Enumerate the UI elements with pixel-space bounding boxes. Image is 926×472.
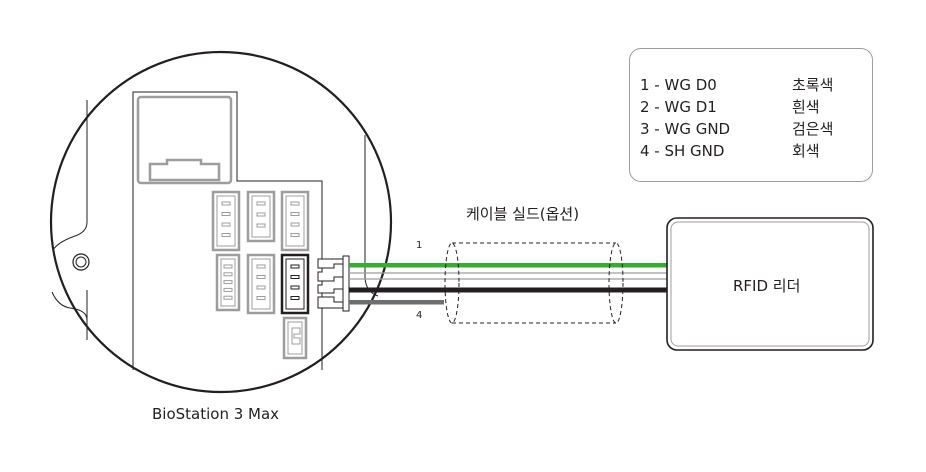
board-connector bbox=[246, 190, 276, 243]
rfid-reader bbox=[666, 217, 874, 351]
device-outline bbox=[49, 50, 393, 394]
connector-pin bbox=[256, 212, 266, 217]
connector-pin bbox=[256, 275, 266, 279]
wire-3-black bbox=[349, 287, 667, 293]
connector-pin bbox=[223, 272, 233, 277]
wire-number-1: 1 bbox=[416, 240, 423, 251]
connector-pin bbox=[290, 201, 300, 206]
wire-plug bbox=[317, 255, 350, 312]
connector-group bbox=[211, 190, 310, 360]
connector-pin bbox=[221, 222, 231, 227]
connector-pin bbox=[290, 275, 300, 279]
mounting-tab bbox=[52, 150, 88, 251]
connector-pin bbox=[221, 233, 231, 237]
connector-pin bbox=[223, 280, 233, 285]
connector-pin bbox=[290, 296, 300, 300]
connector-pin bbox=[256, 296, 266, 300]
connector-pin bbox=[223, 264, 233, 269]
legend-pin: 1 - WG D0 bbox=[640, 76, 717, 94]
screw-hole-icon bbox=[72, 253, 90, 271]
connector-pin bbox=[256, 285, 266, 290]
legend-color: 회색 bbox=[792, 142, 820, 160]
legend-color: 초록색 bbox=[792, 76, 834, 94]
connector-pin bbox=[256, 264, 266, 269]
wire-legend: 1 - WG D0 초록색 2 - WG D1 흰색 3 - WG GND 검은… bbox=[629, 48, 873, 182]
wiegand-connector bbox=[280, 253, 310, 315]
legend-pin: 4 - SH GND bbox=[640, 142, 725, 160]
connector-pin bbox=[256, 223, 266, 228]
legend-color: 검은색 bbox=[792, 120, 834, 138]
connector-pin bbox=[223, 295, 233, 300]
device-label: BioStation 3 Max bbox=[152, 405, 280, 423]
connector-pin bbox=[221, 201, 231, 206]
legend-pin: 2 - WG D1 bbox=[640, 98, 717, 116]
reader-label: RFID 리더 bbox=[733, 277, 801, 295]
connector-pin bbox=[290, 222, 300, 227]
connector-pin bbox=[223, 287, 233, 292]
legend-pin: 3 - WG GND bbox=[640, 120, 731, 138]
wires bbox=[349, 263, 667, 305]
mounting-tab-lower bbox=[51, 290, 88, 321]
board-connector bbox=[246, 253, 276, 315]
wire-number-4: 4 bbox=[416, 310, 423, 321]
pcb-board bbox=[132, 91, 323, 370]
connector-pin bbox=[290, 212, 300, 216]
large-connector bbox=[136, 95, 233, 185]
board-connector bbox=[282, 316, 308, 360]
cable-shield-label: 케이블 실드(옵션) bbox=[466, 205, 580, 223]
wire-1-green bbox=[349, 263, 667, 268]
board-connector bbox=[215, 253, 241, 312]
device-body bbox=[49, 50, 393, 394]
connector-pin bbox=[290, 285, 300, 290]
wire-4-grey bbox=[349, 300, 444, 305]
board-connector bbox=[280, 190, 310, 252]
connector-pin bbox=[290, 264, 300, 269]
board-connector bbox=[211, 190, 241, 252]
legend-color: 흰색 bbox=[792, 98, 820, 116]
connector-pin bbox=[290, 233, 300, 237]
cable-shield bbox=[444, 242, 624, 324]
connector-pin bbox=[221, 212, 231, 216]
connector-pin bbox=[256, 201, 266, 206]
